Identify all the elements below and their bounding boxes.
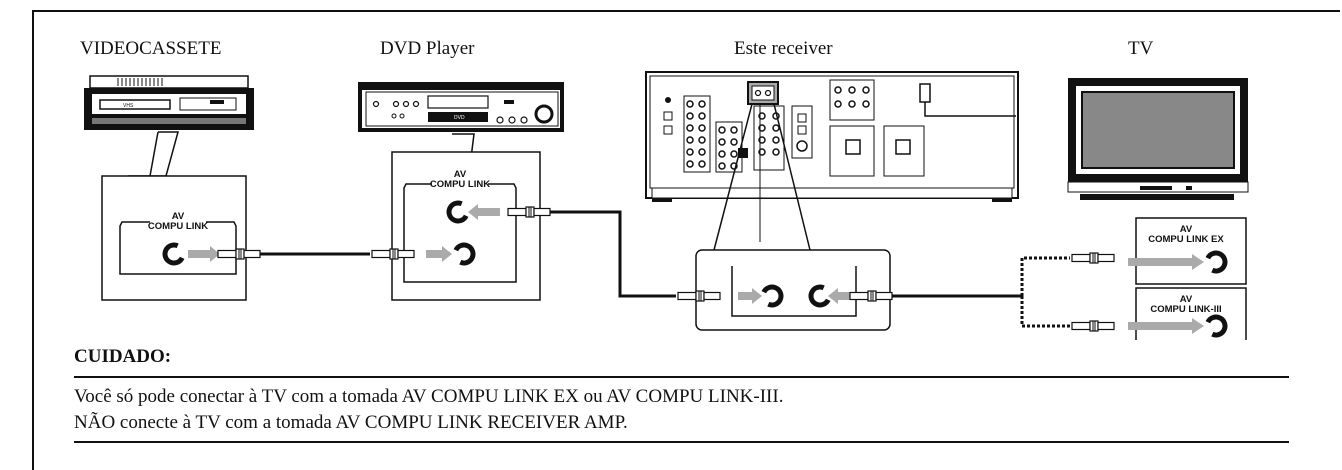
tv-compu-link-ex-label: COMPU LINK EX bbox=[1148, 234, 1224, 245]
receiver-jack-panel bbox=[695, 249, 891, 331]
tv-iii-av-label: AV bbox=[1180, 294, 1193, 305]
dvd-compu-link-label: COMPU LINK bbox=[430, 179, 490, 190]
caution-line-2: NÃO conecte à TV com a tomada AV COMPU L… bbox=[74, 412, 628, 433]
vcr-compu-link-label: COMPU LINK bbox=[148, 221, 208, 232]
receiver-label: Este receiver bbox=[734, 38, 833, 59]
dvd-player-label: DVD Player bbox=[380, 38, 475, 59]
dvd-av-label: AV bbox=[454, 169, 467, 180]
diagram-frame bbox=[32, 10, 1340, 470]
dvd-device: DVD bbox=[358, 82, 564, 132]
tv-ex-av-label: AV bbox=[1180, 224, 1193, 235]
dvd-jack-panel: AV COMPU LINK bbox=[391, 151, 541, 301]
vcr-device: VHS bbox=[84, 75, 254, 130]
dvd-marking: DVD bbox=[454, 115, 465, 121]
tv-compu-link-iii-panel: AV COMPU LINK-III bbox=[1128, 287, 1247, 340]
receiver-device bbox=[645, 71, 1019, 202]
vhs-marking: VHS bbox=[123, 103, 134, 109]
tv-compu-link-ex-panel: AV COMPU LINK EX bbox=[1128, 217, 1247, 285]
vcr-label: VIDEOCASSETE bbox=[80, 38, 222, 59]
tv-compu-link-iii-label: COMPU LINK-III bbox=[1150, 304, 1221, 315]
tv-device bbox=[1067, 78, 1249, 200]
caution-top-rule bbox=[74, 376, 1289, 378]
vcr-jack-panel: AV COMPU LINK bbox=[101, 175, 261, 301]
caution-bottom-rule bbox=[74, 441, 1289, 443]
caution-line-1: Você só pode conectar à TV com a tomada … bbox=[74, 386, 784, 407]
connection-diagram: VHS AV COMPU LINK DVD bbox=[84, 71, 1249, 340]
vcr-av-label: AV bbox=[172, 211, 185, 222]
tv-label: TV bbox=[1128, 38, 1154, 59]
caution-title: CUIDADO: bbox=[74, 346, 172, 367]
